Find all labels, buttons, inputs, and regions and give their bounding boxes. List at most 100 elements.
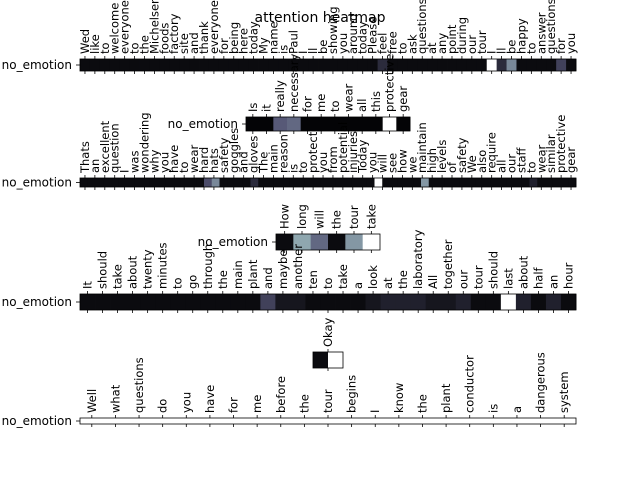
word-tick-label: laboratory — [411, 229, 425, 289]
word-tick-label: for — [217, 38, 231, 54]
heatmap-cell — [556, 59, 567, 71]
word-tick-label: the — [415, 394, 429, 413]
word-tick-label: is — [486, 404, 500, 413]
word-tick-label: tour — [321, 389, 335, 413]
heatmap-cell — [305, 294, 321, 310]
word-tick-label: Today — [356, 140, 370, 174]
word-tick-label: twenty — [141, 249, 155, 289]
word-tick-label: for — [227, 397, 241, 413]
word-tick-label: to — [177, 161, 191, 173]
heatmap-cell — [89, 59, 101, 71]
word-tick-label: Thats — [78, 141, 92, 174]
heatmap-cell — [455, 294, 472, 310]
word-tick-label: all — [355, 99, 369, 112]
heatmap-cell — [514, 178, 523, 187]
word-tick-label: this — [369, 91, 383, 112]
heatmap-cell — [157, 178, 166, 187]
word-tick-label: answer — [534, 12, 548, 54]
heatmap-cell — [425, 294, 442, 310]
heatmap-cell — [87, 178, 96, 187]
word-tick-label: I — [368, 410, 382, 413]
word-tick-label: being — [227, 22, 241, 54]
word-tick-label: feel — [376, 33, 390, 54]
heatmap-cell — [159, 59, 170, 71]
heatmap-cell — [335, 178, 344, 187]
word-tick-label: name — [266, 21, 280, 54]
heatmap-cell — [80, 294, 96, 310]
heatmap-cell — [180, 178, 189, 187]
word-tick-label: to — [524, 161, 538, 173]
heatmap-cell — [188, 178, 197, 187]
heatmap-cell — [566, 59, 577, 71]
heatmap-cell — [165, 178, 174, 187]
word-tick-label: ten — [306, 270, 320, 289]
heatmap-cell — [318, 59, 329, 71]
heatmap-cell — [546, 59, 557, 71]
word-tick-label: during — [455, 17, 469, 54]
heatmap-cell — [310, 234, 329, 250]
word-tick-label: Okay — [321, 317, 335, 347]
word-tick-label: today — [247, 21, 261, 54]
word-tick-label: be — [316, 40, 330, 54]
word-tick-label: hour — [561, 262, 575, 289]
heatmap-cell — [350, 294, 366, 310]
heatmap-cell — [328, 59, 339, 71]
word-tick-label: today — [356, 21, 370, 54]
heatmap-cell — [312, 178, 321, 187]
word-tick-label: was — [128, 151, 142, 173]
word-tick-label: should — [486, 251, 500, 289]
chart-title: attention heatmap — [255, 10, 386, 26]
word-tick-label: Wed — [78, 29, 92, 54]
word-tick-label: will — [376, 154, 390, 173]
heatmap-cell — [500, 294, 517, 310]
word-tick-label: minutes — [156, 242, 170, 289]
word-tick-label: have — [203, 385, 217, 413]
heatmap-cell — [382, 117, 397, 131]
heatmap-cell — [110, 294, 126, 310]
word-tick-label: foods — [157, 23, 171, 54]
word-tick-label: plant — [246, 259, 260, 289]
heatmap-cell — [189, 59, 200, 71]
heatmap-cell — [421, 178, 430, 187]
word-tick-label: maintain — [415, 122, 429, 173]
word-tick-label: around — [346, 14, 360, 54]
word-tick-label: how — [395, 149, 409, 173]
heatmap-cell — [246, 117, 261, 131]
word-tick-label: our — [456, 270, 470, 289]
heatmap-cell — [568, 178, 577, 187]
word-tick-label: like — [88, 34, 102, 54]
heatmap-cell — [436, 178, 445, 187]
word-tick-label: hats — [207, 148, 221, 173]
heatmap-cell — [278, 59, 289, 71]
word-tick-label: My — [257, 37, 271, 54]
heatmap-cell — [235, 178, 244, 187]
heatmap-panel: Okay — [312, 317, 344, 371]
word-tick-label: protect — [306, 131, 320, 173]
heatmap-cell — [417, 59, 428, 71]
word-tick-label: be — [505, 40, 519, 54]
word-tick-label: everyone — [118, 0, 132, 54]
heatmap-cell — [526, 59, 537, 71]
word-tick-label: Paul — [286, 30, 300, 54]
word-tick-label: The — [257, 152, 271, 174]
heatmap-cell — [498, 178, 507, 187]
heatmap-cell — [560, 294, 577, 310]
heatmap-cell — [308, 59, 319, 71]
word-tick-label: questions — [415, 0, 429, 54]
word-tick-label: goggles — [227, 128, 241, 173]
heatmap-cell — [328, 117, 343, 131]
word-tick-label: before — [274, 376, 288, 413]
heatmap-cell — [476, 59, 488, 71]
heatmap-cell — [396, 117, 411, 131]
heatmap-cell — [297, 178, 306, 187]
word-tick-label: tour — [471, 265, 485, 289]
heatmap-cell — [134, 178, 143, 187]
heatmap-cell — [300, 117, 315, 131]
heatmap-cell — [314, 117, 329, 131]
heatmap-panel: no_emotionThatsanexcellentquestionIwaswo… — [2, 112, 578, 190]
word-tick-label: and — [187, 32, 201, 54]
heatmap-cell — [516, 59, 527, 71]
heatmap-cell — [258, 178, 267, 187]
word-tick-label: factory — [167, 13, 181, 54]
